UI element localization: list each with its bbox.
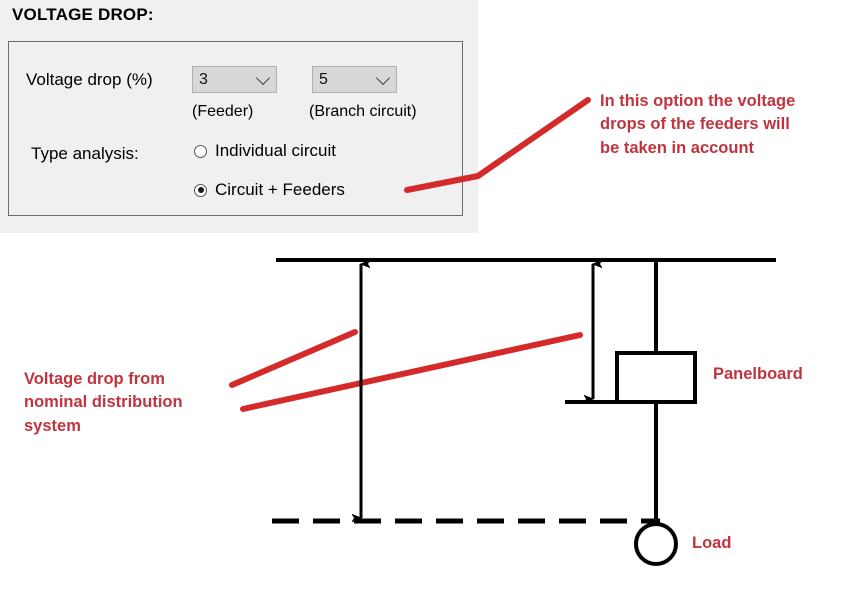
circuit-diagram <box>272 258 776 566</box>
page-title: VOLTAGE DROP: <box>12 5 154 24</box>
branch-circuit-sublabel: (Branch circuit) <box>309 103 417 120</box>
feeder-voltage-drop-value: 3 <box>199 70 208 88</box>
pointer-line-feeder-drop <box>240 332 583 412</box>
pointer-line-option-note <box>404 97 591 193</box>
radio-circuit-plus-feeders-label: Circuit + Feeders <box>215 180 345 199</box>
feeder-voltage-drop-select[interactable]: 3 <box>192 66 277 93</box>
voltage-drop-settings-panel: VOLTAGE DROP: Voltage drop (%) 3 5 (Feed… <box>0 0 478 233</box>
branch-voltage-drop-value: 5 <box>319 70 328 88</box>
radio-individual-circuit[interactable]: Individual circuit <box>194 141 336 161</box>
radio-selected-icon <box>194 183 207 197</box>
pointer-line-total-drop <box>229 329 358 388</box>
type-analysis-label: Type analysis: <box>31 144 139 163</box>
panelboard-box <box>615 351 697 404</box>
load-circle <box>634 522 678 566</box>
feeder-sublabel: (Feeder) <box>192 103 254 120</box>
annotation-voltage-drop-note: Voltage drop from nominal distribution s… <box>24 370 183 435</box>
branch-voltage-drop-select[interactable]: 5 <box>312 66 397 93</box>
annotation-panelboard-label: Panelboard <box>713 365 803 383</box>
voltage-drop-label: Voltage drop (%) <box>26 70 153 89</box>
annotation-option-note: In this option the voltage drops of the … <box>600 92 796 157</box>
annotation-load-label: Load <box>692 534 732 552</box>
radio-unselected-icon <box>194 144 207 158</box>
radio-circuit-plus-feeders[interactable]: Circuit + Feeders <box>194 180 345 200</box>
radio-individual-circuit-label: Individual circuit <box>215 141 336 160</box>
